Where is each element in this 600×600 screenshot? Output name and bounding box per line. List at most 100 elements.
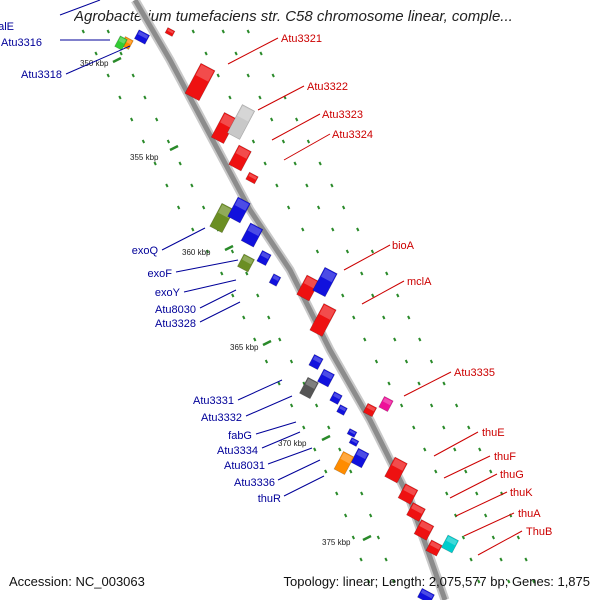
forward-gene-block <box>228 144 252 172</box>
track-dot <box>201 205 206 210</box>
scale-label: 360 kbp <box>182 248 211 257</box>
track-dot <box>242 315 246 320</box>
reverse-gene-block <box>346 428 358 438</box>
track-dot <box>106 73 110 78</box>
forward-gene-block-highlight <box>167 28 174 34</box>
track-dot <box>234 51 238 56</box>
track-dot <box>81 29 85 34</box>
track-dot <box>445 491 449 496</box>
forward-gene-block <box>425 539 443 557</box>
reverse-gene-block <box>240 222 264 248</box>
track-dot <box>281 139 286 144</box>
scale-label: 365 kbp <box>230 343 259 352</box>
leader-line <box>199 289 237 309</box>
reverse-gene-block <box>308 353 324 371</box>
gene-label-atu3336: Atu3336 <box>234 477 275 489</box>
forward-gene-block-highlight <box>419 521 433 532</box>
track-dot <box>263 161 267 166</box>
track-dot <box>461 535 465 540</box>
track-dot <box>318 161 322 166</box>
forward-gene-block-highlight <box>195 64 214 82</box>
track-dot <box>335 491 339 496</box>
gene-label-thuf: thuF <box>494 451 516 463</box>
scale-tick <box>169 144 179 152</box>
forward-gene-block <box>309 303 337 337</box>
track-dot <box>295 117 299 122</box>
forward-gene-block-highlight <box>319 304 335 320</box>
topology-summary: Topology: linear; Length: 2,075,577 bp; … <box>283 574 590 589</box>
track-dot <box>324 469 328 474</box>
forward-gene-block <box>406 502 426 522</box>
reverse-gene-block-highlight <box>242 255 254 265</box>
gene-label-thug: thuG <box>500 469 524 481</box>
track-dot <box>429 403 434 408</box>
scale-label: 375 kbp <box>322 538 351 547</box>
leader-line <box>283 133 331 161</box>
track-dot <box>153 161 157 166</box>
leader-line <box>237 379 283 401</box>
gene-label-atu3334: Atu3334 <box>217 445 258 457</box>
track-dot <box>469 557 473 562</box>
track-dot <box>384 557 388 562</box>
track-dot <box>165 183 169 188</box>
leader-line <box>59 0 101 16</box>
track-dot <box>370 249 375 254</box>
forward-gene-block-highlight <box>235 146 250 159</box>
reverse-gene-block-highlight <box>351 438 358 444</box>
leader-line <box>245 395 293 417</box>
forward-gene-block <box>312 266 338 298</box>
track-dot <box>271 73 275 78</box>
reverse-gene-block <box>333 450 355 476</box>
forward-gene-block <box>441 534 459 554</box>
leader-line <box>227 37 279 65</box>
track-dot <box>256 293 260 298</box>
track-dot <box>453 447 457 452</box>
track-dot <box>141 139 146 144</box>
track-dot <box>507 579 511 584</box>
track-dot <box>166 139 171 144</box>
track-dot <box>464 469 468 474</box>
track-dot <box>360 271 364 276</box>
track-dot <box>251 139 256 144</box>
forward-gene-block <box>413 519 435 541</box>
track-dot <box>302 425 306 430</box>
gene-label-exof: exoF <box>148 268 173 280</box>
gene-label-bioa: bioA <box>392 240 415 252</box>
accession-label: Accession: NC_003063 <box>9 574 145 589</box>
track-dot <box>351 535 355 540</box>
track-dot <box>478 447 482 452</box>
track-dot <box>315 249 320 254</box>
reverse-gene-block-highlight <box>349 429 356 435</box>
leader-line <box>283 475 325 497</box>
leader-line <box>267 447 313 465</box>
gene-label-thue: thuE <box>482 427 505 439</box>
track-dot <box>327 425 331 430</box>
gene-label-atu3331: Atu3331 <box>193 395 234 407</box>
track-dot <box>499 557 503 562</box>
reverse-gene-block-highlight <box>260 251 270 260</box>
reverse-gene-block-highlight <box>305 378 318 389</box>
gene-label-atu3316: Atu3316 <box>1 37 42 49</box>
track-dot <box>245 271 249 276</box>
track-dot <box>275 183 279 188</box>
forward-gene-block-highlight <box>446 536 458 546</box>
track-dot <box>119 51 123 56</box>
track-dot <box>216 73 220 78</box>
track-dot <box>376 535 380 540</box>
track-dot <box>306 139 311 144</box>
track-dot <box>374 359 379 364</box>
reverse-gene-block <box>227 196 251 224</box>
track-dot <box>404 359 409 364</box>
gene-label-thuk: thuK <box>510 487 533 499</box>
track-dot <box>399 403 404 408</box>
forward-gene-block-highlight <box>403 485 417 496</box>
forward-gene-block-highlight <box>303 276 318 289</box>
forward-gene-block-highlight <box>237 105 254 122</box>
track-dot <box>412 425 416 430</box>
track-dot <box>352 315 356 320</box>
reverse-gene-block <box>133 29 151 45</box>
track-dot <box>277 381 281 386</box>
reverse-gene-block <box>268 273 282 287</box>
